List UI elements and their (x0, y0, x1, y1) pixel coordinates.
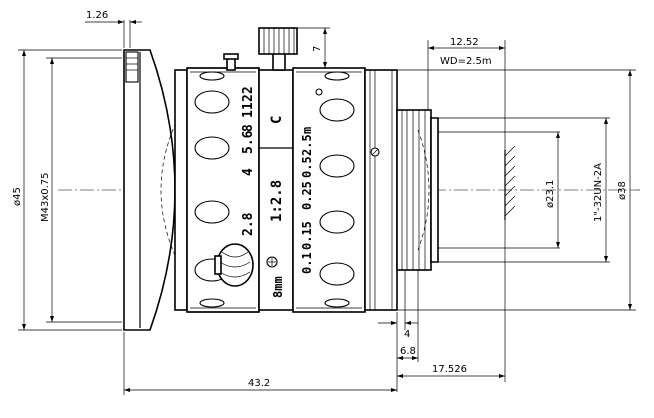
dim-back-length: 12.52 WD=2.5m (427, 37, 506, 150)
svg-text:ø45: ø45 (12, 187, 23, 206)
svg-text:ø23.1: ø23.1 (545, 180, 556, 208)
svg-text:17.526: 17.526 (432, 364, 467, 375)
svg-text:6.8: 6.8 (400, 346, 416, 357)
dim-flange-back: 17.526 (396, 220, 506, 392)
distance-value-0-25: 0.25 (300, 181, 314, 210)
aperture-ratio: 1:2.8 (269, 180, 285, 222)
sensor-plane-hatch (504, 145, 516, 220)
dim-4: 4 (378, 270, 418, 345)
screw-symbols (266, 88, 380, 268)
distance-value-0-15: 0.15 (300, 221, 314, 250)
aperture-value-2-8: 2.8 (241, 212, 256, 236)
svg-text:12.52: 12.52 (450, 37, 479, 48)
svg-text:WD=2.5m: WD=2.5m (440, 56, 492, 67)
dim-outer-diameter: ø45 (12, 49, 122, 331)
dim-body-diameter: ø38 (398, 69, 636, 311)
distance-value-2-5: 2.5 (300, 134, 314, 156)
aperture-value-4: 4 (241, 168, 256, 176)
aperture-value-5-6: 5.6 (241, 130, 256, 154)
svg-text:7: 7 (312, 46, 323, 52)
dim-total-length: 43.2 (123, 332, 397, 395)
dim-6-8: 6.8 (397, 270, 419, 362)
focus-ring-grip-holes (319, 71, 355, 308)
top-lock-knob (223, 27, 298, 71)
svg-text:43.2: 43.2 (248, 378, 270, 389)
distance-unit: m (300, 127, 314, 134)
dim-sensor-diameter: ø23.1 (545, 132, 560, 248)
svg-text:ø38: ø38 (617, 181, 628, 200)
distance-value-0-5: 0.5 (300, 156, 314, 178)
aperture-value-8: 8 (241, 124, 256, 132)
front-flange (123, 49, 176, 331)
dim-filter-thread: M43x0.75 (40, 57, 122, 323)
aperture-value-11: 11 (241, 102, 256, 118)
svg-text:1"-32UN-2A: 1"-32UN-2A (593, 163, 604, 222)
svg-text:4: 4 (404, 329, 410, 340)
aperture-value-22: 22 (241, 86, 256, 102)
dim-flange-thickness: 1.26 (85, 10, 142, 48)
dim-mount-thread: 1"-32UN-2A (593, 118, 608, 262)
lens-markings: 22 11 8 5.6 4 2.8 1:2.8 C 8mm 0.1 0.15 0… (241, 86, 314, 298)
svg-text:1.26: 1.26 (86, 10, 108, 21)
rear-c-mount (396, 109, 610, 271)
mount-type: C (269, 116, 285, 124)
distance-value-0-1: 0.1 (300, 252, 314, 274)
focal-length: 8mm (271, 276, 285, 298)
svg-text:M43x0.75: M43x0.75 (40, 172, 51, 222)
dim-knob-height: 7 (298, 27, 330, 69)
side-lock-knob (214, 243, 254, 287)
